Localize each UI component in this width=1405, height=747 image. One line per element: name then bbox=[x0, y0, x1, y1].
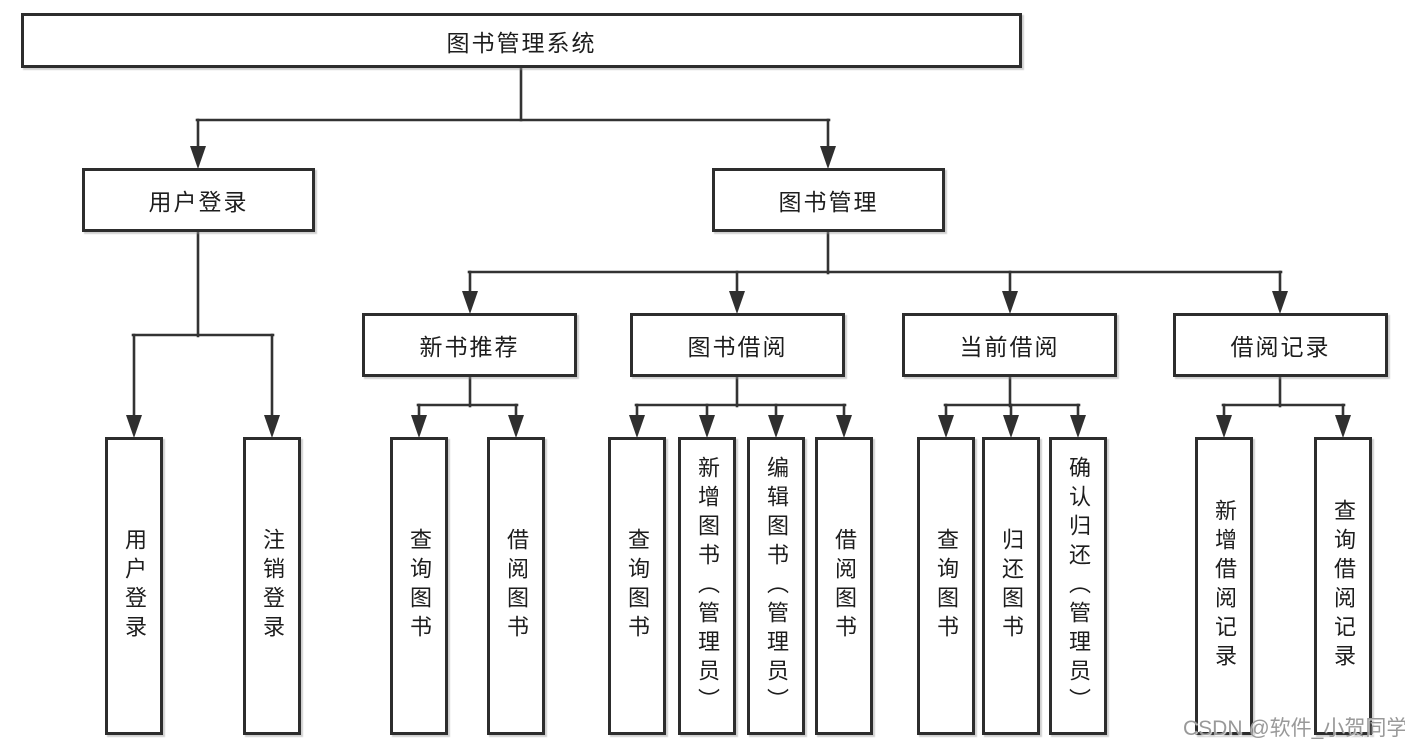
leaf-label: 查询图书 bbox=[407, 528, 432, 644]
node-current-borrow: 当前借阅 bbox=[902, 313, 1117, 377]
leaf-label: 借阅图书 bbox=[832, 528, 857, 644]
leaf-cb-query-books: 查询图书 bbox=[917, 437, 975, 735]
edge-group-current-borrow bbox=[938, 375, 1086, 438]
leaf-bb-edit-books-admin: 编辑图书（管理员） bbox=[747, 437, 805, 735]
arrowhead-icon bbox=[768, 415, 784, 438]
node-label: 借阅记录 bbox=[1230, 334, 1331, 360]
leaf-label: 注销登录 bbox=[260, 528, 285, 644]
node-borrow-records: 借阅记录 bbox=[1173, 313, 1388, 377]
edge-group-new-book-recommend bbox=[411, 375, 524, 438]
leaf-br-query-record: 查询借阅记录 bbox=[1314, 437, 1372, 735]
arrowhead-icon bbox=[1003, 415, 1019, 438]
leaf-label: 归还图书 bbox=[999, 528, 1024, 644]
arrowhead-icon bbox=[411, 415, 427, 438]
arrowhead-icon bbox=[1002, 291, 1018, 314]
arrowhead-icon bbox=[190, 146, 206, 169]
arrowhead-icon bbox=[836, 415, 852, 438]
edge-group-user-login bbox=[126, 230, 280, 438]
leaf-nbr-query-books: 查询图书 bbox=[390, 437, 448, 735]
leaf-nbr-borrow-books: 借阅图书 bbox=[487, 437, 545, 735]
arrowhead-icon bbox=[729, 291, 745, 314]
leaf-user-login: 用户登录 bbox=[105, 437, 163, 735]
leaf-label: 查询图书 bbox=[934, 528, 959, 644]
arrowhead-icon bbox=[1335, 415, 1351, 438]
arrowhead-icon bbox=[1216, 415, 1232, 438]
arrowhead-icon bbox=[264, 415, 280, 438]
leaf-label: 新增图书（管理员） bbox=[695, 455, 720, 717]
node-label: 当前借阅 bbox=[959, 334, 1060, 360]
node-root: 图书管理系统 bbox=[21, 13, 1022, 68]
node-label: 图书借阅 bbox=[687, 334, 788, 360]
arrowhead-icon bbox=[462, 291, 478, 314]
csdn-watermark: CSDN @软件_小贺同学 bbox=[1183, 717, 1405, 740]
leaf-label: 用户登录 bbox=[122, 528, 147, 644]
leaf-br-add-record: 新增借阅记录 bbox=[1195, 437, 1253, 735]
leaf-label: 查询图书 bbox=[625, 528, 650, 644]
edge-group-book-management bbox=[462, 230, 1288, 314]
node-user-login: 用户登录 bbox=[82, 168, 315, 232]
leaf-cb-return-books: 归还图书 bbox=[982, 437, 1040, 735]
arrowhead-icon bbox=[820, 146, 836, 169]
leaf-label: 借阅图书 bbox=[504, 528, 529, 644]
edge-group-book-borrow bbox=[629, 375, 852, 438]
leaf-label: 编辑图书（管理员） bbox=[764, 455, 789, 717]
leaf-cb-confirm-return-admin: 确认归还（管理员） bbox=[1049, 437, 1107, 735]
leaf-logout: 注销登录 bbox=[243, 437, 301, 735]
edge-group-root bbox=[190, 66, 836, 169]
arrowhead-icon bbox=[629, 415, 645, 438]
leaf-bb-add-books-admin: 新增图书（管理员） bbox=[678, 437, 736, 735]
leaf-label: 查询借阅记录 bbox=[1331, 499, 1356, 673]
node-book-management: 图书管理 bbox=[712, 168, 945, 232]
leaf-bb-borrow-books: 借阅图书 bbox=[815, 437, 873, 735]
arrowhead-icon bbox=[699, 415, 715, 438]
leaf-label: 新增借阅记录 bbox=[1212, 499, 1237, 673]
node-label: 图书管理系统 bbox=[446, 29, 597, 56]
node-label: 图书管理 bbox=[778, 189, 879, 215]
arrowhead-icon bbox=[1272, 291, 1288, 314]
node-book-borrow: 图书借阅 bbox=[630, 313, 845, 377]
node-label: 新书推荐 bbox=[419, 334, 520, 360]
leaf-label: 确认归还（管理员） bbox=[1066, 455, 1091, 717]
arrowhead-icon bbox=[126, 415, 142, 438]
arrowhead-icon bbox=[1070, 415, 1086, 438]
arrowhead-icon bbox=[938, 415, 954, 438]
node-new-book-recommend: 新书推荐 bbox=[362, 313, 577, 377]
edge-group-borrow-records bbox=[1216, 375, 1351, 438]
arrowhead-icon bbox=[508, 415, 524, 438]
leaf-bb-query-books: 查询图书 bbox=[608, 437, 666, 735]
node-label: 用户登录 bbox=[148, 189, 249, 215]
